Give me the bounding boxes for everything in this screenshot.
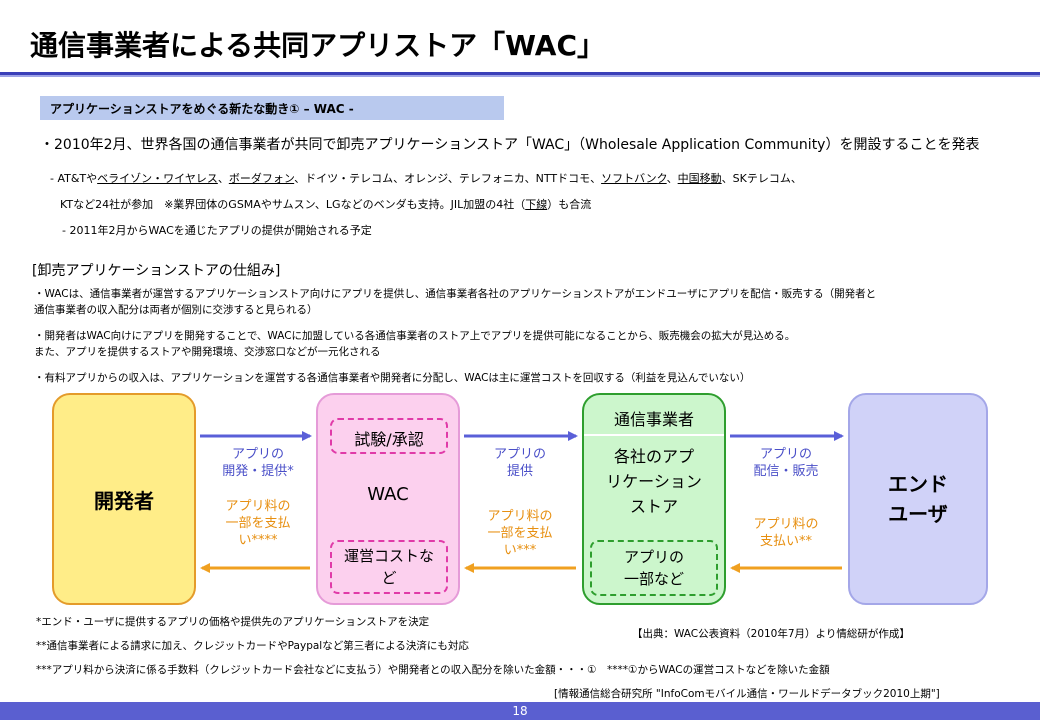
mechanism-p1-line1: ・WACは、通信事業者が運営するアプリケーションストア向けにアプリを提供し、通信… [34, 288, 877, 300]
arrow2-bottom-line3: い*** [503, 543, 537, 558]
arrow2-bottom-line1: アプリ料の [487, 509, 553, 524]
arrow3-top-label: アプリの 配信・販売 [734, 446, 838, 480]
mechanism-p2-line2: また、アプリを提供するストアや開発環境、交渉窓口などが一元化される [34, 346, 381, 358]
carriers-mid: 、ドイツ・テレコム、オレンジ、テレフォニカ、NTTドコモ、 [294, 172, 602, 185]
carrier-body-line2: リケーション [606, 472, 702, 491]
wac-label: WAC [367, 484, 409, 505]
mechanism-para-1: ・WACは、通信事業者が運営するアプリケーションストア向けにアプリを提供し、通信… [34, 286, 1014, 318]
carriers-prefix: - AT&Tや [50, 172, 98, 185]
end-user-line2: ユーザ [888, 502, 948, 526]
carrier-verizon: ベライゾン・ワイヤレス [97, 172, 218, 185]
carriers-sep-2: 、 [666, 172, 678, 185]
arrow3-bottom-line1: アプリ料の [753, 517, 819, 532]
carrier-vodafone: ボーダフォン [228, 172, 295, 185]
footer-bar: 18 [0, 702, 1040, 720]
carrier-apps-line1: アプリの [623, 548, 684, 566]
arrow1-bottom-line3: い**** [238, 533, 278, 548]
carriers-line-2: KTなど24社が参加 ※業界団体のGSMAやサムスン、LGなどのベンダも支持。J… [60, 196, 591, 212]
arrow2-top-label: アプリの 提供 [468, 446, 572, 480]
arrow1-bottom-label: アプリ料の 一部を支払 い**** [206, 498, 310, 549]
mechanism-para-3: ・有料アプリからの収入は、アプリケーションを運営する各通信事業者や開発者に分配し… [34, 370, 1014, 386]
source-reference: [情報通信総合研究所 "InfoComモバイル通信・ワールドデータブック2010… [554, 688, 940, 700]
carriers-line-1: - AT&Tやベライゾン・ワイヤレス、ボーダフォン、ドイツ・テレコム、オレンジ、… [50, 170, 802, 186]
mechanism-p1-line2: 通信事業者の収入配分は両者が個別に交渉すると見られる） [34, 304, 318, 316]
section-header: アプリケーションストアをめぐる新たな動き① – WAC - [40, 96, 504, 120]
arrow1-top-line2: 開発・提供* [222, 464, 294, 479]
developer-label: 開発者 [94, 488, 154, 513]
mechanism-p3-line1: ・有料アプリからの収入は、アプリケーションを運営する各通信事業者や開発者に分配し… [34, 372, 751, 384]
wac-testing-box: 試験/承認 [330, 418, 448, 454]
arrow2-bottom-line2: 一部を支払 [487, 526, 553, 541]
arrow1-top-label: アプリの 開発・提供* [206, 446, 310, 480]
carriers2-underline: 下線 [525, 198, 548, 211]
arrow1-top-line1: アプリの [231, 447, 284, 462]
carrier-apps-line2: 一部など [623, 570, 684, 588]
carrier-separator [584, 434, 724, 436]
carriers-suffix: 、SKテレコム、 [721, 172, 802, 185]
bullet-main: ・2010年2月、世界各国の通信事業者が共同で卸売アプリケーションストア「WAC… [40, 137, 980, 153]
carrier-body-line1: 各社のアプ [613, 447, 694, 466]
arrow3-bottom-label: アプリ料の 支払い** [734, 516, 838, 550]
wac-cost-line1: 運営コストな [343, 547, 434, 565]
launch-line: - 2011年2月からWACを通じたアプリの提供が開始される予定 [62, 224, 372, 237]
wac-cost-line2: ど [381, 569, 397, 587]
title-rule [0, 72, 1040, 77]
end-user-box: エンド ユーザ [848, 393, 988, 605]
carrier-chinamobile: 中国移動 [677, 172, 722, 185]
arrow3-bottom-line2: 支払い** [759, 534, 812, 549]
footnote-3: ***アプリ料から決済に係る手数料（クレジットカード会社などに支払う）や開発者と… [36, 664, 830, 676]
arrow3-top-line1: アプリの [759, 447, 812, 462]
mechanism-heading: [卸売アプリケーションストアの仕組み] [32, 263, 281, 279]
source-citation: 【出典：WAC公表資料（2010年7月）より情総研が作成】 [632, 628, 910, 640]
carrier-apps-box: アプリの 一部など [590, 540, 718, 596]
page-number: 18 [512, 704, 528, 718]
footnote-2: **通信事業者による請求に加え、クレジットカードやPaypalなど第三者による決… [36, 640, 469, 652]
carriers2-suffix: ）も合流 [547, 198, 592, 211]
carrier-head: 通信事業者 [613, 410, 694, 429]
arrow2-top-line1: アプリの [493, 447, 546, 462]
arrow3-top-line2: 配信・販売 [753, 464, 819, 479]
arrow1-bottom-line2: 一部を支払 [225, 516, 291, 531]
developer-box: 開発者 [52, 393, 196, 605]
carriers-sep-1: 、 [217, 172, 229, 185]
arrow2-bottom-label: アプリ料の 一部を支払 い*** [468, 508, 572, 559]
footnote-1: *エンド・ユーザに提供するアプリの価格や提供先のアプリケーションストアを決定 [36, 616, 430, 628]
end-user-line1: エンド [888, 472, 948, 496]
wac-cost-box: 運営コストな ど [330, 540, 448, 594]
mechanism-para-2: ・開発者はWAC向けにアプリを開発することで、WACに加盟している各通信事業者の… [34, 328, 1014, 360]
mechanism-p2-line1: ・開発者はWAC向けにアプリを開発することで、WACに加盟している各通信事業者の… [34, 330, 796, 342]
page-title: 通信事業者による共同アプリストア「WAC」 [30, 29, 606, 62]
carrier-body-line3: ストア [629, 497, 678, 516]
carrier-box [582, 393, 726, 605]
arrow2-top-line2: 提供 [506, 464, 533, 479]
carrier-store-label: 各社のアプ リケーション ストア [582, 444, 726, 519]
carriers2-prefix: KTなど24社が参加 ※業界団体のGSMAやサムスン、LGなどのベンダも支持。J… [60, 198, 526, 211]
arrow1-bottom-line1: アプリ料の [225, 499, 291, 514]
carrier-softbank: ソフトバンク [601, 172, 667, 185]
wac-box [316, 393, 460, 605]
